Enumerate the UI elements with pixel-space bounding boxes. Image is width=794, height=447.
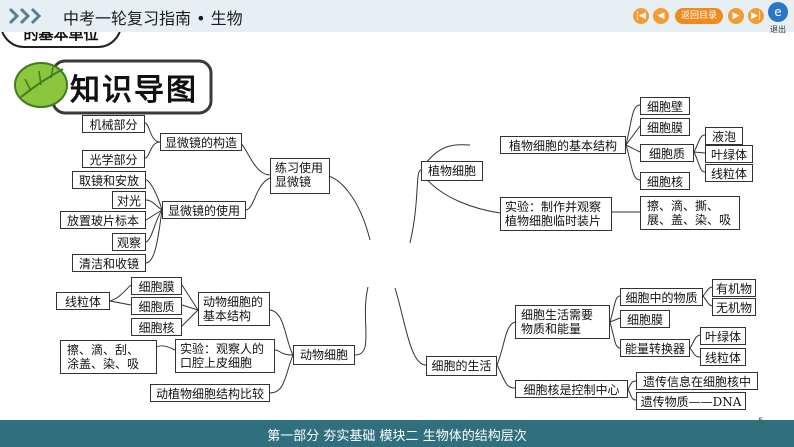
exit-icon[interactable]: e [768,2,788,22]
exit-label[interactable]: 退出 [770,25,786,34]
plant-part-node: 细胞核 [640,172,690,190]
cell-needs-node: 细胞生活需要物质和能量 [515,305,610,339]
step-node: 清洁和收镜 [72,254,146,272]
practice-microscope-node: 练习使用显微镜 [270,158,330,194]
step-node: 观察 [112,233,146,251]
genetic-info-node: 遗传信息在细胞核中 [636,372,758,390]
cell-substances-node: 细胞中的物质 [620,288,703,306]
chevrons-icon [8,7,42,25]
mechanical-part-node: 机械部分 [82,115,145,133]
nucleus-control-node: 细胞核是控制中心 [515,380,628,398]
animal-part-node: 细胞质 [131,297,182,315]
next-page-button[interactable]: ▶ [728,8,744,24]
converter-item-node: 线粒体 [700,348,746,366]
plant-cell-node: 植物细胞 [421,161,483,181]
animal-part-node: 细胞核 [131,318,182,336]
animal-cell-node: 动物细胞 [293,345,355,365]
step-node: 取镜和安放 [72,171,146,189]
animal-part-node: 细胞膜 [131,277,182,295]
page-title: 中考一轮复习指南 • 生物 [63,9,243,28]
organelle-node: 液泡 [705,127,743,145]
leaf-badge-icon [14,59,213,115]
last-page-button[interactable]: ▶| [748,8,764,24]
footer-text: 第一部分 夯实基础 模块二 生物体的结构层次 [267,429,527,444]
plant-experiment-node: 实验：制作并观察植物细胞临时装片 [500,197,612,231]
page-number: 5 [758,417,764,427]
plant-part-node: 细胞质 [640,144,694,162]
plant-exp-steps-node: 擦、滴、撕、展、盖、染、吸 [640,196,740,230]
plant-cell-structure-node: 植物细胞的基本结构 [500,136,626,154]
organelle-node: 线粒体 [705,164,753,182]
step-node: 对光 [112,191,146,209]
plant-part-node: 细胞膜 [640,118,690,136]
animal-experiment-node: 实验：观察人的口腔上皮细胞 [175,339,275,373]
animal-exp-steps-node: 擦、滴、刮、涂盖、染、吸 [60,340,157,374]
section-title: 知识导图 [70,73,198,108]
step-node: 放置玻片标本 [60,211,146,229]
optical-part-node: 光学部分 [82,150,145,168]
animal-cell-structure-node: 动物细胞的基本结构 [198,292,270,326]
microscope-structure-node: 显微镜的构造 [160,133,242,151]
organelle-node: 叶绿体 [705,145,753,163]
first-page-button[interactable]: |◀ [633,8,649,24]
inorganic-node: 无机物 [712,298,756,316]
compare-node: 动植物细胞结构比较 [150,384,270,402]
footer-bar [0,420,794,447]
prev-page-button[interactable]: ◀ [653,8,669,24]
energy-converter-node: 能量转换器 [620,339,690,357]
cell-membrane-node: 细胞膜 [620,310,670,328]
back-to-contents-button[interactable]: 返回目录 [675,8,723,24]
mitochondria-node: 线粒体 [56,292,110,310]
genetic-material-node: 遗传物质——DNA [636,392,746,410]
organic-node: 有机物 [712,279,756,297]
plant-part-node: 细胞壁 [640,97,690,115]
converter-item-node: 叶绿体 [700,327,746,345]
microscope-use-node: 显微镜的使用 [162,201,246,219]
cell-life-node: 细胞的生活 [426,356,497,376]
